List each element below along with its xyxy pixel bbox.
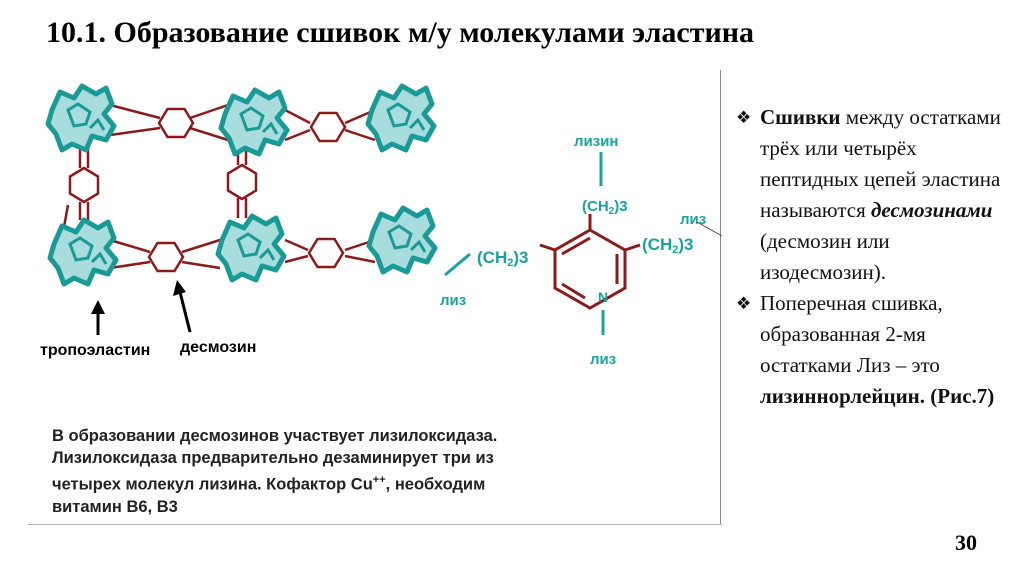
tropoelastin-blob-2 <box>221 90 287 154</box>
tropoelastin-blob-6 <box>369 208 435 272</box>
note-line-2: Лизилоксидаза предварительно дезаминируе… <box>52 449 494 467</box>
diamond-bullet-icon: ❖ <box>736 294 752 313</box>
desmosine-structure <box>444 152 641 335</box>
crosslink-bonds <box>60 103 376 270</box>
chem-ch2-top: (CH2)3 <box>582 198 628 217</box>
chem-liz-left: лиз <box>440 292 466 309</box>
chem-liz-bottom: лиз <box>590 351 616 368</box>
note-line-4: витамин В6, В3 <box>52 497 178 516</box>
chem-nitrogen: N <box>598 289 608 305</box>
bullet-list: ❖ Сшивки между остатками трёх или четырё… <box>736 102 1006 412</box>
tropoelastin-blob-3 <box>368 86 434 150</box>
bullet-desmosines: ❖ Сшивки между остатками трёх или четырё… <box>736 102 1006 288</box>
label-arrows <box>91 280 192 335</box>
tropoelastin-blob-4 <box>50 220 116 284</box>
tropoelastin-blob-5 <box>218 216 284 280</box>
page-number: 30 <box>955 530 977 555</box>
callout-line <box>696 221 723 237</box>
ring-5 <box>68 166 100 204</box>
panel-divider <box>720 70 721 525</box>
chem-ch2-right: (CH2)3 <box>642 235 693 256</box>
panel-bottom-border <box>28 524 722 525</box>
tropoelastin-blob-1 <box>48 86 114 150</box>
diamond-bullet-icon: ❖ <box>736 108 752 127</box>
chem-lysine-top: лизин <box>574 133 619 150</box>
ring-1 <box>157 107 195 139</box>
chem-ch2-left: (CH2)3 <box>477 248 528 269</box>
ring-2 <box>309 111 347 143</box>
note-line-3: четырех молекул лизина. Кофактор Cu++, н… <box>52 474 486 494</box>
ring-4 <box>307 237 345 269</box>
note-line-1: В образовании десмозинов участвует лизил… <box>52 427 498 445</box>
label-tropoelastin: тропоэластин <box>40 342 150 359</box>
ring-3 <box>147 241 185 273</box>
label-desmosine: десмозин <box>180 339 256 356</box>
tropoelastin-molecules <box>48 86 435 284</box>
lysyl-oxidase-note: В образовании десмозинов участвует лизил… <box>52 425 612 518</box>
bullet-lysinonorleucine: ❖ Поперечная сшивка, образованная 2-мя о… <box>736 288 1006 412</box>
slide-title: 10.1. Образование сшивок м/у молекулами … <box>46 16 755 49</box>
ring-6 <box>226 163 258 201</box>
